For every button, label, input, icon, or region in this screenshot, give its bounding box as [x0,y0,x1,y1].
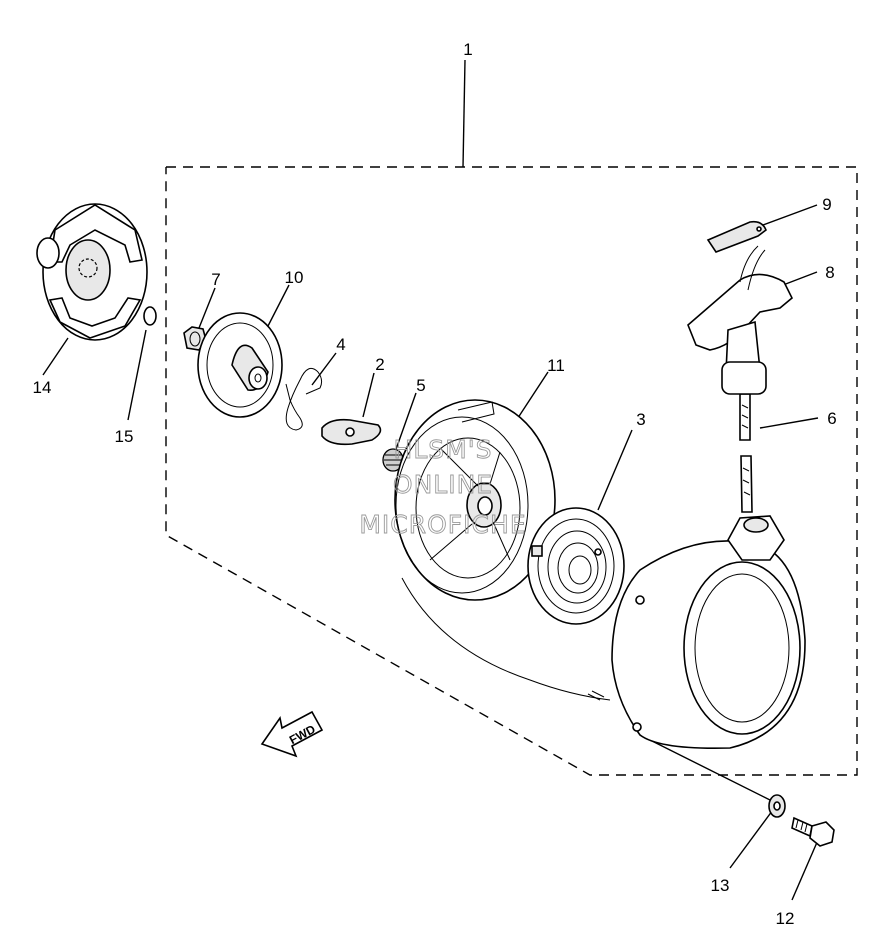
callout-13: 13 [711,876,730,895]
leader-lines [42,59,819,901]
part-3-spiral-spring [527,507,625,625]
callout-12: 12 [776,909,795,928]
callout-2: 2 [375,355,384,374]
fwd-arrow: FWD [260,710,324,758]
watermark-line-3: MICROFICHE [359,510,526,539]
part-10-friction-plate [197,312,283,418]
callout-5: 5 [416,376,425,395]
part-8-handle [687,245,793,395]
callout-4: 4 [336,335,345,354]
part-4-spring [285,367,323,431]
callout-1: 1 [463,40,472,59]
part-9-handle-cap [706,220,767,253]
part-14-drive-plate [36,203,148,341]
watermark: HLSM'S ONLINE MICROFICHE [359,435,526,540]
watermark-line-1: HLSM'S [394,435,493,464]
part-2-pawl [321,418,382,446]
starter-cord [401,577,611,701]
part-15-o-ring [143,306,157,326]
part-case-housing [611,515,806,750]
part-12-bolt [791,816,835,847]
callout-9: 9 [822,195,831,214]
part-6-rope [739,393,753,513]
callout-14: 14 [33,378,52,397]
part-13-washer [768,794,786,818]
callout-6: 6 [827,409,836,428]
callout-11: 11 [547,356,565,375]
callout-10: 10 [285,268,304,287]
callout-7: 7 [211,270,220,289]
callout-8: 8 [825,263,834,282]
cord-end-mark [587,690,605,701]
callout-3: 3 [636,410,645,429]
watermark-line-2: ONLINE [393,470,493,499]
callout-15: 15 [115,427,134,446]
assembly-boundary [165,166,858,776]
callout-numbers: 1 2 3 4 5 6 7 8 9 10 11 12 13 14 15 [33,40,837,928]
part-11-sheave-drum [394,399,556,601]
